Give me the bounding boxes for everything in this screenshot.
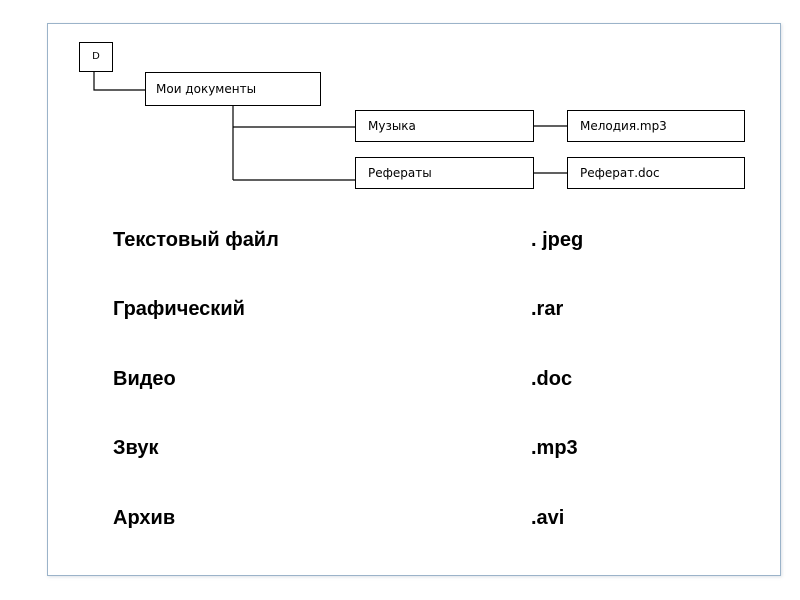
extension-mp3: .mp3: [531, 437, 578, 459]
connector-root-to-mydocs: [93, 72, 145, 91]
file-node-report: Реферат.doc: [567, 157, 745, 189]
folder-node-root: D: [79, 42, 113, 72]
folder-node-reports: Рефераты: [355, 157, 534, 189]
file-node-melody: Мелодия.mp3: [567, 110, 745, 142]
file-type-text: Текстовый файл: [113, 229, 279, 251]
file-type-video: Видео: [113, 368, 176, 390]
folder-node-my-documents: Мои документы: [145, 72, 321, 106]
folder-node-music: Музыка: [355, 110, 534, 142]
file-type-archive: Архив: [113, 507, 176, 529]
extension-avi: .avi: [531, 507, 565, 529]
file-type-sound: Звук: [113, 437, 159, 459]
file-type-graphic: Графический: [113, 298, 245, 320]
extension-jpeg: . jpeg: [531, 229, 584, 251]
extension-doc: .doc: [531, 368, 573, 390]
extension-rar: .rar: [531, 298, 564, 320]
